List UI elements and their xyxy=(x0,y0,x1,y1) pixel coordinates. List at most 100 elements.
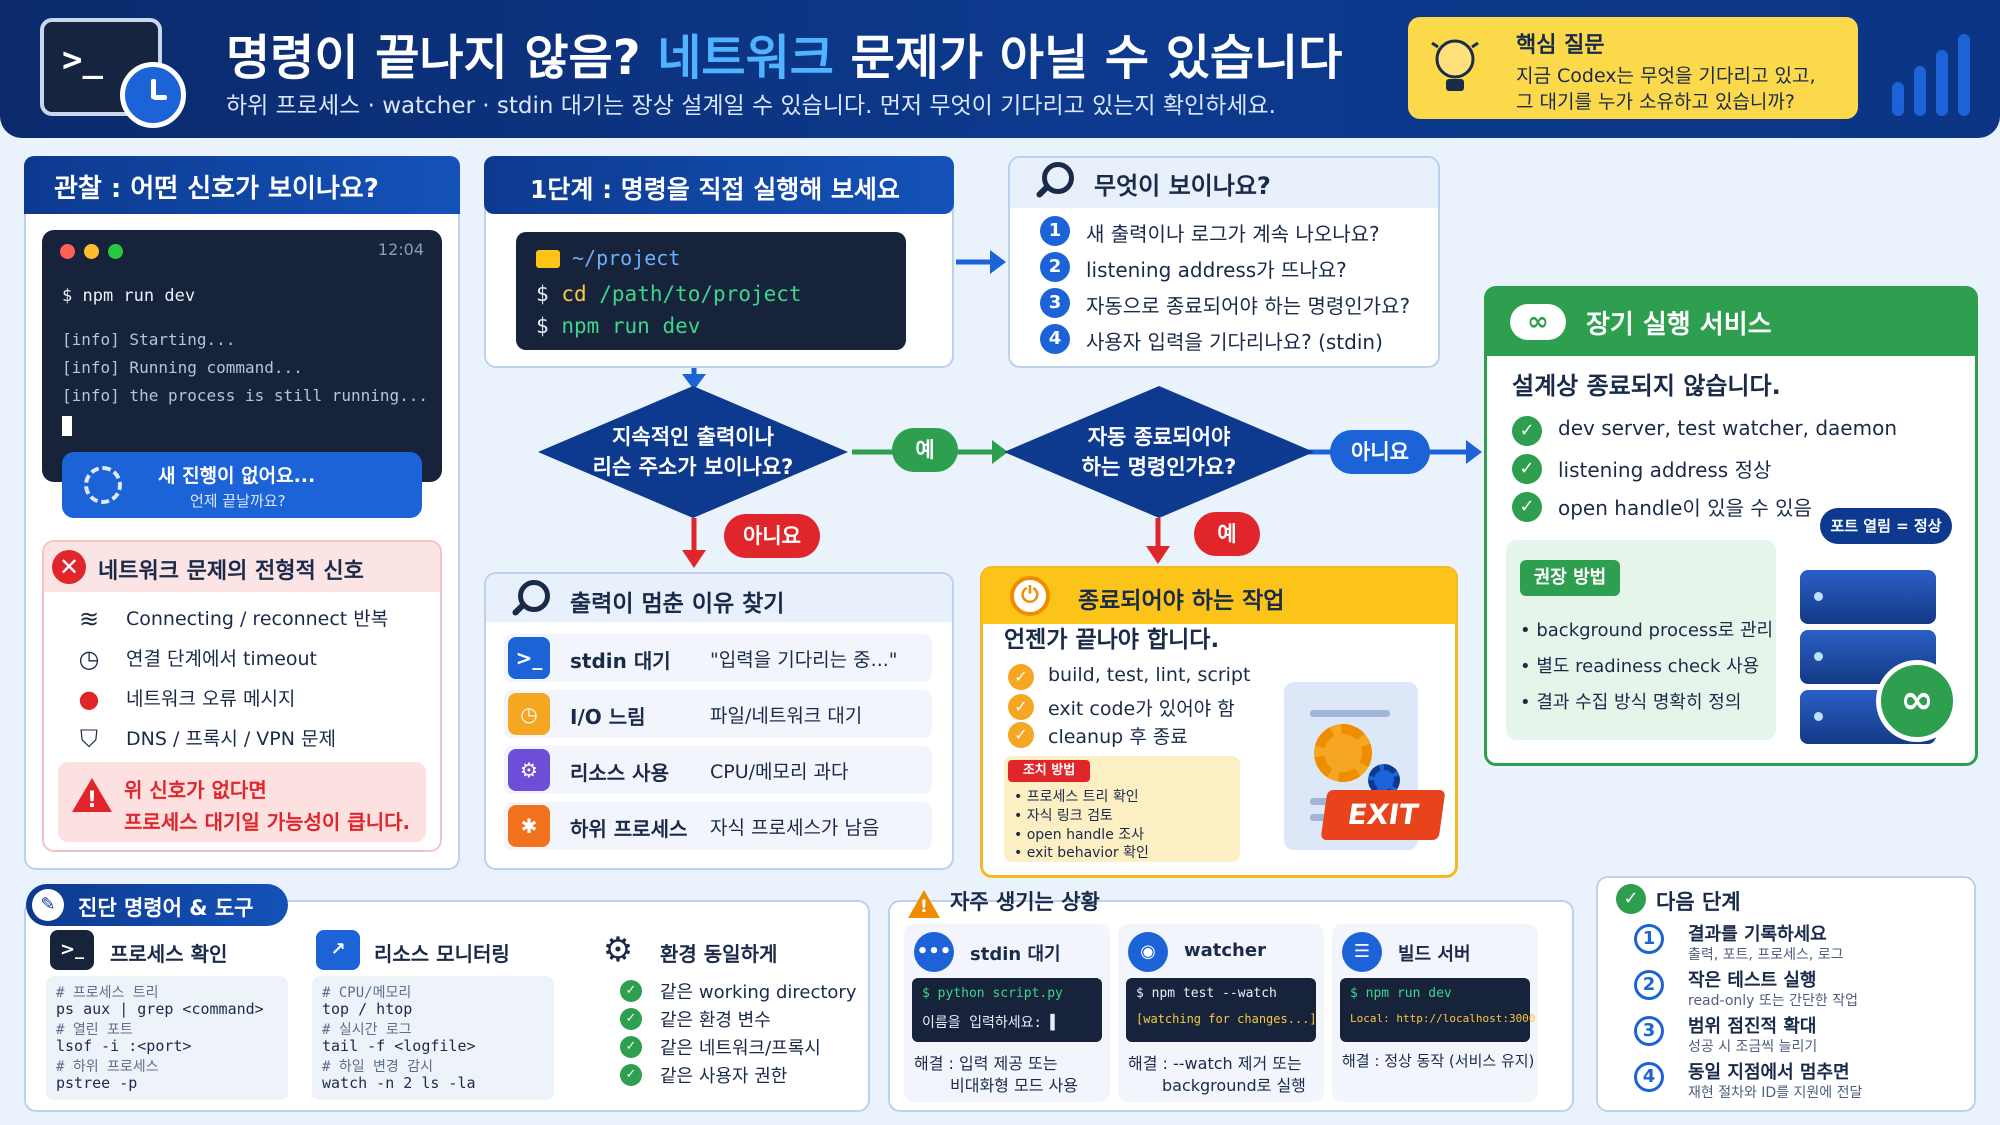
terminate-item: build, test, lint, script xyxy=(1048,664,1251,686)
terminal-cursor xyxy=(62,416,72,436)
case-solution: 해결 : 입력 제공 또는 xyxy=(914,1054,1058,1073)
question-item: 새 출력이나 로그가 계속 나오나요? xyxy=(1086,222,1380,246)
key-question-line: 지금 Codex는 무엇을 기다리고 있고, xyxy=(1516,65,1816,87)
next-step-sub: 재현 절차와 ID를 지원에 전달 xyxy=(1688,1085,1863,1101)
warning-icon xyxy=(908,890,940,918)
service-item: open handle이 있을 수 있음 xyxy=(1558,496,1812,520)
question-item: 자동으로 종료되어야 하는 명령인가요? xyxy=(1086,294,1411,318)
decision-auto-terminate: 자동 종료되어야 하는 명령인가요? xyxy=(1004,386,1314,518)
key-question-line: 그 대기를 누가 소유하고 있습니까? xyxy=(1516,91,1795,113)
notice-subtitle: 언제 끝날까요? xyxy=(190,492,286,510)
environment-item: 같은 사용자 권한 xyxy=(660,1066,788,1087)
reason-name: 리소스 사용 xyxy=(570,761,669,785)
list-icon: ☰ xyxy=(1342,932,1382,972)
code-line: top / htop xyxy=(322,1000,413,1018)
next-step-sub: 출력, 포트, 프로세스, 로그 xyxy=(1688,947,1844,963)
maximize-dot-icon[interactable] xyxy=(108,244,123,259)
error-x-icon: ✕ xyxy=(52,550,86,584)
terminal-prompt: >_ xyxy=(62,40,103,80)
case-solution: 해결 : --watch 제거 또는 xyxy=(1128,1054,1302,1073)
case-terminal-line: $ python script.py xyxy=(922,986,1063,1001)
warning-icon xyxy=(72,778,112,812)
reason-name: 하위 프로세스 xyxy=(570,817,688,841)
key-question-title: 핵심 질문 xyxy=(1516,33,1605,58)
network-signal-item: 네트워크 오류 메시지 xyxy=(126,688,296,710)
code-comment: # 실시간 로그 xyxy=(322,1022,412,1038)
network-signal-item: Connecting / reconnect 반복 xyxy=(126,608,389,630)
service-subtitle: 설계상 종료되지 않습니다. xyxy=(1512,372,1781,400)
diagnostics-title: 진단 명령어 & 도구 xyxy=(78,896,254,920)
network-signals-title: 네트워크 문제의 전형적 신호 xyxy=(98,559,364,584)
check-icon: ✓ xyxy=(1008,694,1034,720)
step-number: 4 xyxy=(1634,1062,1664,1092)
reason-row: >_stdin 대기"입력을 기다리는 중..." xyxy=(504,634,932,682)
terminal-icon: >_ xyxy=(508,637,550,679)
reason-desc: 자식 프로세스가 남음 xyxy=(710,817,880,839)
resource-code-box: # CPU/메모리 top / htop # 실시간 로그 tail -f <l… xyxy=(312,976,554,1100)
alert-line: 위 신호가 없다면 xyxy=(124,778,267,802)
reason-name: stdin 대기 xyxy=(570,649,671,673)
code-comment: # 열린 포트 xyxy=(56,1022,133,1038)
chat-dots-icon: ••• xyxy=(914,932,954,972)
step-number: 3 xyxy=(1040,288,1070,318)
terminal-path: ~/project xyxy=(572,246,681,270)
warning-mark: ! xyxy=(920,897,928,917)
next-step-sub: read-only 또는 간단한 작업 xyxy=(1688,993,1858,1009)
magnifier-icon xyxy=(510,580,550,618)
infinity-icon: ∞ xyxy=(1876,660,1958,742)
close-dot-icon[interactable] xyxy=(60,244,75,259)
check-icon: ✓ xyxy=(620,980,642,1002)
fix-item: • exit behavior 확인 xyxy=(1014,845,1149,861)
case-stdin: ••• stdin 대기 $ python script.py 이름을 입력하세… xyxy=(904,924,1110,1102)
code-comment: # 프로세스 트리 xyxy=(56,985,159,1001)
case-title: 빌드 서버 xyxy=(1398,944,1471,965)
environment-title: 환경 동일하게 xyxy=(660,942,778,966)
case-terminal-line: $ npm run dev xyxy=(1350,986,1452,1001)
chart-trend-icon: ↗ xyxy=(316,930,360,970)
question-item: 사용자 입력을 기다리나요? (stdin) xyxy=(1086,330,1383,354)
decision-text: 지속적인 출력이나 xyxy=(612,425,774,449)
minimize-dot-icon[interactable] xyxy=(84,244,99,259)
wifi-icon: ≋ xyxy=(78,605,100,633)
check-icon: ✓ xyxy=(1512,492,1542,522)
network-signals-header: ✕ 네트워크 문제의 전형적 신호 xyxy=(44,542,440,592)
code-comment: # CPU/메모리 xyxy=(322,985,412,1001)
code-comment: # 하일 변경 감시 xyxy=(322,1059,433,1075)
case-title: stdin 대기 xyxy=(970,944,1061,965)
what-seen-header xyxy=(1010,158,1438,208)
case-terminal: $ python script.py 이름을 입력하세요: ▌ xyxy=(912,978,1102,1042)
check-icon: ✓ xyxy=(1512,416,1542,446)
case-build-server: ☰ 빌드 서버 $ npm run dev Local: http://loca… xyxy=(1332,924,1538,1102)
step-number: 3 xyxy=(1634,1016,1664,1046)
header-banner: >_ 명령이 끝나지 않음? 네트워크 문제가 아닐 수 있습니다 하위 프로세… xyxy=(0,0,2000,138)
next-steps-title: 다음 단계 xyxy=(1656,890,1741,914)
recommended-box: 권장 방법 • background process로 관리 • 별도 read… xyxy=(1506,540,1776,740)
case-terminal: $ npm run dev Local: http://localhost:30… xyxy=(1340,978,1535,1042)
service-item: listening address 정상 xyxy=(1558,458,1772,482)
fix-method-badge: 조치 방법 xyxy=(1008,760,1090,782)
page-title: 명령이 끝나지 않음? 네트워크 문제가 아닐 수 있습니다 xyxy=(226,18,1342,88)
eye-icon: ◉ xyxy=(1128,932,1168,972)
fix-item: • 프로세스 트리 확인 xyxy=(1014,789,1139,805)
case-terminal: $ npm test --watch [watching for changes… xyxy=(1126,978,1317,1042)
check-icon: ✓ xyxy=(1008,664,1034,690)
yes-label: 예 xyxy=(892,428,958,472)
code-line: tail -f <logfile> xyxy=(322,1037,476,1055)
notice-title: 새 진행이 없어요... xyxy=(158,465,316,487)
command: cd xyxy=(561,282,587,306)
resource-monitor-title: 리소스 모니터링 xyxy=(374,942,510,966)
question-item: listening address가 뜨나요? xyxy=(1086,258,1347,282)
next-step-sub: 성공 시 조금씩 늘리기 xyxy=(1688,1039,1818,1055)
terminal-line: $ npm run dev xyxy=(536,314,700,338)
next-step-title: 작은 테스트 실행 xyxy=(1688,970,1817,991)
check-icon: ✓ xyxy=(1008,722,1034,748)
case-watcher: ◉ watcher $ npm test --watch [watching f… xyxy=(1118,924,1324,1102)
cpu-icon: ⚙ xyxy=(508,749,550,791)
why-stopped-header xyxy=(486,574,952,622)
case-terminal-line: $ npm test --watch xyxy=(1136,986,1277,1001)
case-terminal-line: Local: http://localhost:3000 xyxy=(1350,1012,1536,1025)
exit-document-icon: EXIT xyxy=(1284,682,1446,850)
why-stopped-title: 출력이 멈춘 이유 찾기 xyxy=(570,591,785,617)
decision-text: 리슨 주소가 보이나요? xyxy=(592,455,794,479)
step-number: 1 xyxy=(1634,924,1664,954)
